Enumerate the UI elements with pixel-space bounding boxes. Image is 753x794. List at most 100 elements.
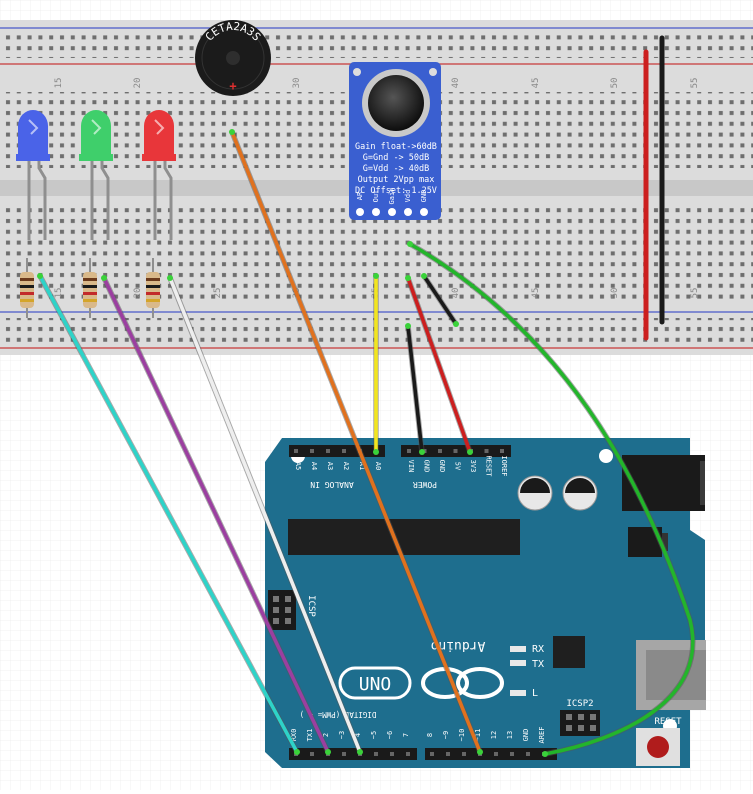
resistor-band <box>20 285 34 288</box>
capacitor-2-top <box>565 478 595 493</box>
analog-pin-label: A3 <box>326 462 334 470</box>
digital-pin-label: 12 <box>490 731 498 739</box>
column-number: 20 <box>133 288 143 299</box>
header-pin <box>526 752 530 756</box>
wire-endpoint <box>294 749 300 755</box>
digital-pin-label: ~5 <box>370 731 378 739</box>
l-led <box>510 690 526 696</box>
header-pin <box>390 752 394 756</box>
analog-pin-label: A5 <box>294 462 302 470</box>
icsp2-header <box>560 710 600 736</box>
wire-line <box>102 276 330 754</box>
mic-spec-line: G=Gnd -> 50dB <box>363 153 430 163</box>
led-blue <box>16 110 50 318</box>
led-body <box>81 110 111 158</box>
led-rim <box>16 154 50 161</box>
digital-pin-label: RX0 <box>290 729 298 742</box>
wire-endpoint <box>229 129 235 135</box>
power-pin-label: GND <box>423 460 431 473</box>
wire-endpoint <box>421 273 427 279</box>
mic-pin <box>356 208 364 216</box>
buzzer-hole <box>226 51 240 65</box>
arduino-mount-hole-2 <box>599 449 613 463</box>
led-body <box>144 110 174 158</box>
wire-black <box>421 273 459 327</box>
wires <box>37 129 696 757</box>
led-body <box>18 110 48 158</box>
mic-pin-label: Out <box>372 190 380 203</box>
wire-line <box>406 324 424 454</box>
digital-header-right <box>425 748 557 760</box>
voltage-regulator-tab <box>662 533 668 551</box>
wire-endpoint <box>542 751 548 757</box>
analog-pin-label: A4 <box>310 462 318 470</box>
icsp2-pin <box>590 714 596 720</box>
digital-pin-label: 7 <box>402 733 410 737</box>
power-pin-label: RESET <box>485 455 493 477</box>
reset-button[interactable] <box>647 736 669 758</box>
icsp2-pin <box>578 725 584 731</box>
atmega-chip <box>288 519 520 555</box>
led-highlight <box>28 119 39 135</box>
wire-endpoint <box>467 449 473 455</box>
column-number: 25 <box>213 288 223 299</box>
mic-spec-line: Output 2Vpp max <box>358 175 435 185</box>
column-number: 15 <box>54 78 64 89</box>
mic-pin <box>372 208 380 216</box>
resistor <box>83 258 97 318</box>
wire-yellow <box>373 273 379 455</box>
icsp-pins <box>273 596 291 624</box>
mic-pin <box>420 208 428 216</box>
icsp2-pin <box>578 714 584 720</box>
reset-label: RESET <box>654 717 682 727</box>
header-pin <box>342 449 346 453</box>
digital-pin-label: AREF <box>538 727 546 744</box>
analog-pin-label: A1 <box>358 462 366 470</box>
buzzer-ring <box>201 26 265 90</box>
header-pin <box>462 752 466 756</box>
rx-label: RX <box>532 644 544 655</box>
header-pin <box>310 449 314 453</box>
wire-cyan <box>37 273 300 755</box>
column-number: 55 <box>690 78 700 89</box>
header-pin <box>342 752 346 756</box>
wire-endpoint <box>407 241 413 247</box>
column-number: 55 <box>690 288 700 299</box>
infinity-logo-right <box>456 667 504 699</box>
analog-pin-label: A2 <box>342 462 350 470</box>
resistor-body <box>83 272 97 308</box>
led-highlight <box>154 119 165 135</box>
mic-pin-label: AR <box>356 191 364 200</box>
uno-label: UNO <box>359 674 392 695</box>
power-jack-edge <box>700 461 705 505</box>
led-group <box>16 110 176 318</box>
column-number: 50 <box>610 288 620 299</box>
header-pin <box>446 752 450 756</box>
wire-line <box>422 274 458 326</box>
icsp-pin <box>285 618 291 624</box>
column-number: 50 <box>610 78 620 89</box>
digital-pin-label: ~10 <box>458 729 466 742</box>
header-pin <box>494 752 498 756</box>
digital-pin-label: 2 <box>322 733 330 737</box>
led-green <box>79 110 113 318</box>
digital-pin-label: 13 <box>506 731 514 739</box>
resistor <box>20 258 34 318</box>
digital-header-left <box>289 748 417 760</box>
usb-chip <box>553 636 585 668</box>
power-pin-label: GND <box>438 460 446 473</box>
wire-endpoint <box>405 323 411 329</box>
resistor-band <box>20 292 34 295</box>
icsp2-pin <box>566 714 572 720</box>
icsp2-pin <box>590 725 596 731</box>
digital-pin-label: ~11 <box>474 729 482 742</box>
column-number: 45 <box>531 78 541 89</box>
power-label: POWER <box>413 480 437 489</box>
digital-pin-label: ~3 <box>338 731 346 739</box>
wire-line <box>408 242 695 756</box>
wire-line <box>38 274 299 754</box>
wire-endpoint <box>405 275 411 281</box>
